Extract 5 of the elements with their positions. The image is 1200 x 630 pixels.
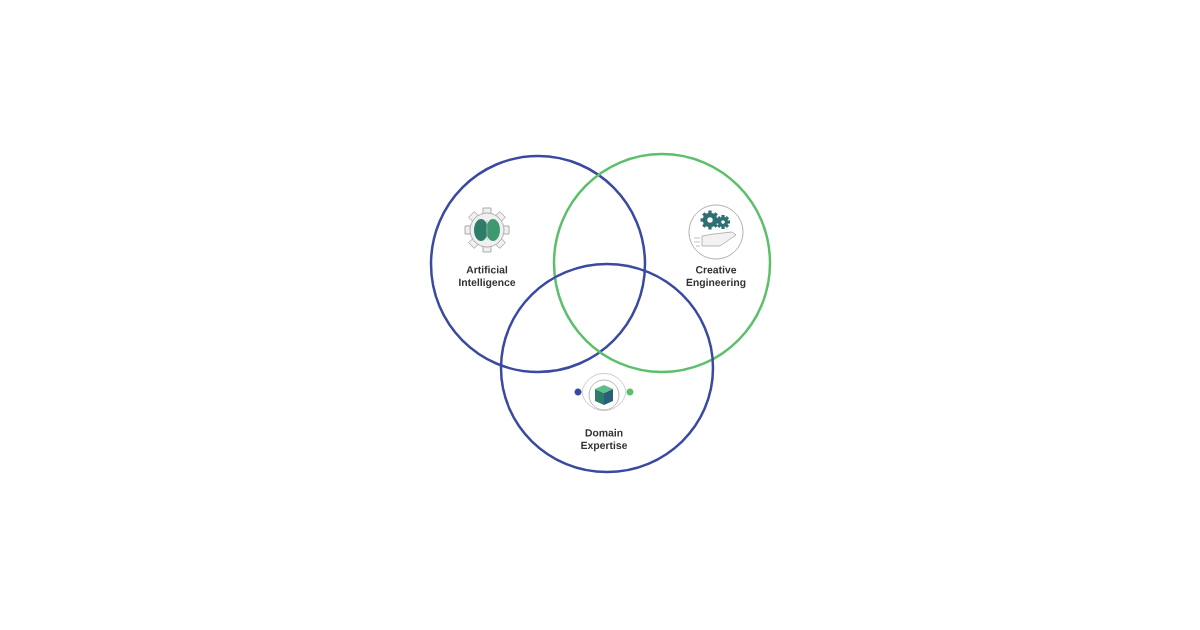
circle-label: Creative Engineering — [686, 265, 746, 289]
circle-label: Artificial Intelligence — [459, 265, 516, 289]
venn-circle — [429, 154, 647, 374]
venn-circle — [552, 152, 772, 374]
circle-label: Domain Expertise — [581, 428, 628, 452]
